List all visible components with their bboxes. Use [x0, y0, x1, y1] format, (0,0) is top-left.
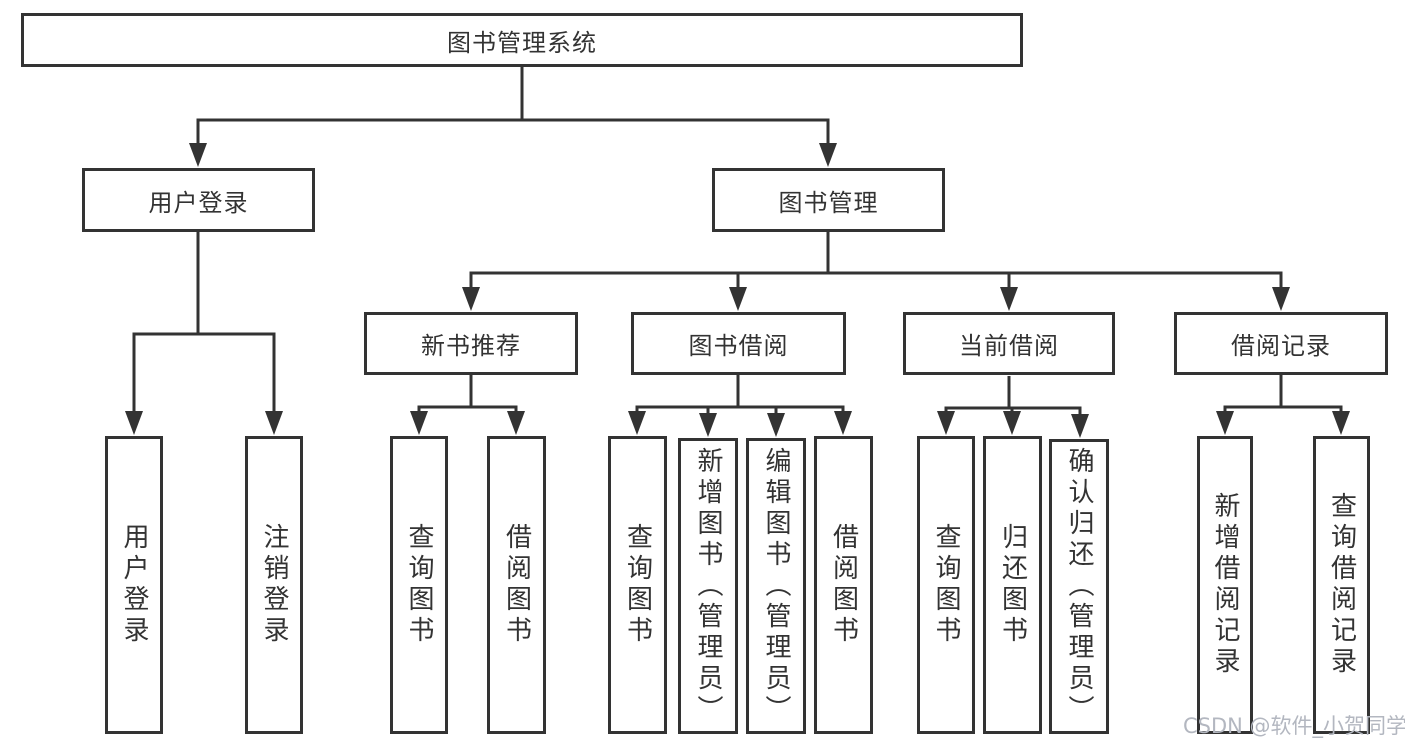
- leaf-nb-query-books-label: 查询图书: [404, 523, 434, 647]
- leaf-nb-borrow-books: 借阅图书: [487, 436, 546, 734]
- leaf-cb-return-books-label: 归还图书: [997, 523, 1028, 647]
- leaf-bb-query-books: 查询图书: [608, 436, 667, 734]
- node-user-login-label: 用户登录: [148, 188, 249, 217]
- leaf-cb-confirm-return-admin-label: 确认归还（管理员）: [1064, 447, 1094, 726]
- leaf-br-query-record-label: 查询借阅记录: [1326, 492, 1357, 678]
- node-new-book-recommend: 新书推荐: [364, 312, 578, 375]
- leaf-nb-borrow-books-label: 借阅图书: [501, 523, 532, 647]
- node-user-login: 用户登录: [82, 168, 315, 232]
- node-borrowing-records: 借阅记录: [1174, 312, 1388, 375]
- leaf-bb-borrow-books-label: 借阅图书: [828, 523, 859, 647]
- leaf-br-query-record: 查询借阅记录: [1313, 436, 1370, 734]
- node-book-borrowing-label: 图书借阅: [688, 332, 789, 360]
- leaf-user-login-label: 用户登录: [119, 523, 149, 647]
- leaf-bb-edit-book-admin: 编辑图书（管理员）: [746, 438, 806, 734]
- node-book-management: 图书管理: [712, 168, 945, 232]
- node-borrowing-records-label: 借阅记录: [1231, 332, 1331, 360]
- arrowheads: [125, 143, 1350, 438]
- watermark-text: CSDN @软件_小贺同学: [1183, 714, 1405, 738]
- leaf-cb-query-books: 查询图书: [917, 436, 975, 734]
- node-book-management-label: 图书管理: [778, 188, 879, 217]
- node-root-label: 图书管理系统: [447, 28, 597, 57]
- leaf-cb-confirm-return-admin: 确认归还（管理员）: [1049, 439, 1109, 734]
- leaf-bb-query-books-label: 查询图书: [622, 523, 653, 647]
- leaf-bb-borrow-books: 借阅图书: [814, 436, 873, 734]
- leaf-cb-query-books-label: 查询图书: [931, 523, 961, 647]
- node-current-borrowing: 当前借阅: [903, 312, 1115, 375]
- node-book-borrowing: 图书借阅: [631, 312, 846, 375]
- leaf-bb-add-book-admin-label: 新增图书（管理员）: [693, 446, 723, 726]
- leaf-br-add-record-label: 新增借阅记录: [1210, 492, 1240, 678]
- node-root: 图书管理系统: [21, 13, 1023, 67]
- node-new-book-recommend-label: 新书推荐: [421, 332, 521, 360]
- node-current-borrowing-label: 当前借阅: [959, 332, 1059, 360]
- leaf-logout: 注销登录: [245, 436, 303, 734]
- leaf-nb-query-books: 查询图书: [390, 436, 448, 734]
- leaf-user-login: 用户登录: [105, 436, 163, 734]
- leaf-cb-return-books: 归还图书: [983, 436, 1042, 734]
- leaf-logout-label: 注销登录: [259, 523, 289, 647]
- leaf-br-add-record: 新增借阅记录: [1197, 436, 1253, 734]
- leaf-bb-add-book-admin: 新增图书（管理员）: [678, 438, 738, 734]
- leaf-bb-edit-book-admin-label: 编辑图书（管理员）: [761, 446, 791, 726]
